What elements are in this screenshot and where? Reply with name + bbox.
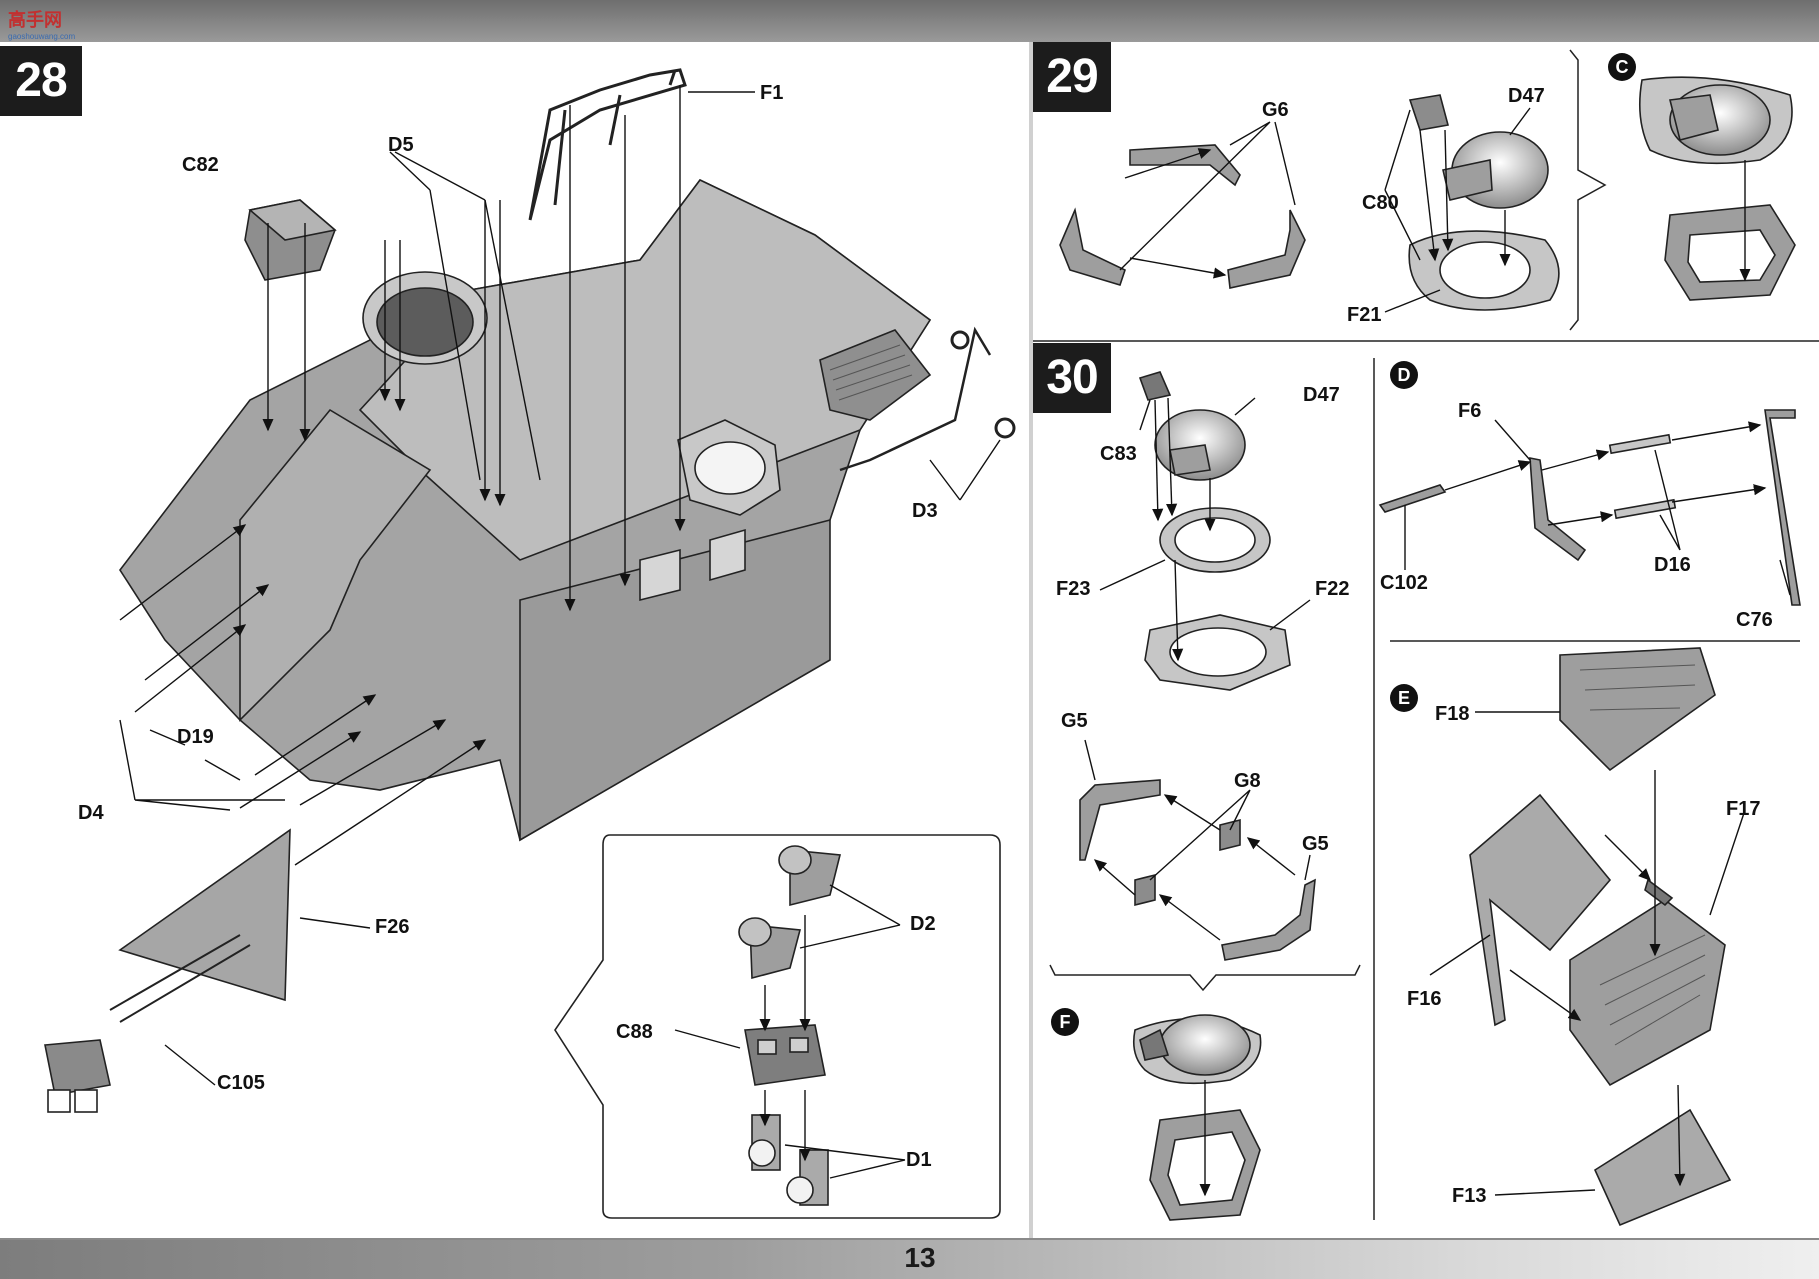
- part-label-d19: D19: [177, 726, 214, 748]
- part-label-c83: C83: [1100, 443, 1137, 465]
- step28-leaders: [119, 85, 1001, 1086]
- step30-leaders: [1084, 397, 1311, 1197]
- part-label-d5: D5: [388, 134, 414, 156]
- part-label-d16: D16: [1654, 554, 1691, 576]
- handles-parts: [1378, 409, 1801, 606]
- part-label-f1: F1: [760, 82, 784, 104]
- part-label-f16: F16: [1407, 988, 1442, 1010]
- part-label-c102: C102: [1380, 572, 1428, 594]
- part-label-c80: C80: [1362, 192, 1399, 214]
- subassembly-e-badge: E: [1390, 684, 1418, 712]
- part-label-f6: F6: [1458, 400, 1482, 422]
- step-30-number: 30: [1033, 343, 1111, 413]
- part-label-f18: F18: [1435, 703, 1470, 725]
- inset-leaders: [674, 884, 906, 1179]
- part-label-f21: F21: [1347, 304, 1382, 326]
- part-label-d3: D3: [912, 500, 938, 522]
- part-label-f22: F22: [1315, 578, 1350, 600]
- seat-parts: [1469, 647, 1732, 1227]
- step-29-number: 29: [1033, 42, 1111, 112]
- section-dividers: [1033, 49, 1819, 1220]
- part-label-f23: F23: [1056, 578, 1091, 600]
- bottom-band: [0, 1240, 1819, 1279]
- handles-leaders: [1404, 419, 1791, 596]
- page-number: 13: [904, 1242, 936, 1273]
- part-label-f17: F17: [1726, 798, 1761, 820]
- top-band: [0, 0, 1819, 42]
- part-label-c76: C76: [1736, 609, 1773, 631]
- part-label-g5-right: G5: [1302, 833, 1329, 855]
- part-label-d47-step30: D47: [1303, 384, 1340, 406]
- part-label-c82: C82: [182, 154, 219, 176]
- part-label-c88: C88: [616, 1021, 653, 1043]
- part-label-g5-left: G5: [1061, 710, 1088, 732]
- step29-leaders: [1119, 107, 1751, 313]
- part-label-d47-step29: D47: [1508, 85, 1545, 107]
- seat-leaders: [1429, 711, 1746, 1196]
- subassembly-d-badge: D: [1390, 361, 1418, 389]
- part-label-c105: C105: [217, 1072, 265, 1094]
- part-label-d2: D2: [910, 913, 936, 935]
- part-label-f13: F13: [1452, 1185, 1487, 1207]
- part-label-d4: D4: [78, 802, 104, 824]
- detail-inset: [554, 834, 1001, 1219]
- page-gutter: [1029, 42, 1033, 1238]
- subassembly-c-badge: C: [1608, 53, 1636, 81]
- part-label-g8: G8: [1234, 770, 1261, 792]
- step30-parts: [1079, 371, 1316, 1221]
- part-label-d1: D1: [906, 1149, 932, 1171]
- hull-assembly: [44, 68, 1016, 1113]
- part-label-f26: F26: [375, 916, 410, 938]
- subassembly-f-badge: F: [1051, 1008, 1079, 1036]
- part-label-g6: G6: [1262, 99, 1289, 121]
- step-28-number: 28: [0, 46, 82, 116]
